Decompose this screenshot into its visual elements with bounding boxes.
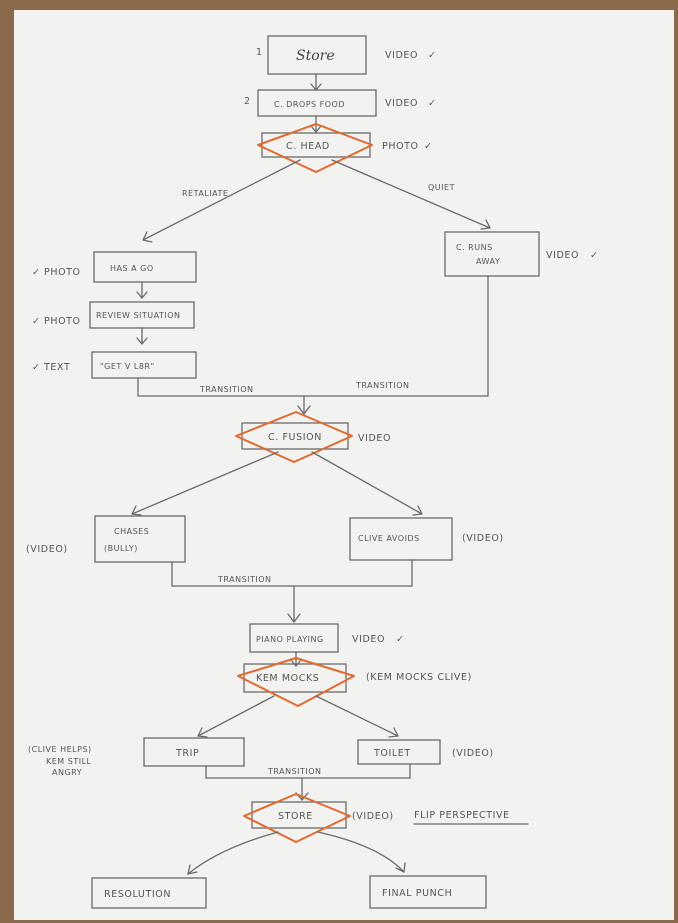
tick-head: ✓ (424, 141, 433, 152)
node-store-2-label: STORE (278, 811, 313, 822)
edge-label-retaliate: RETALIATE (182, 189, 228, 198)
node-piano-label: PIANO PLAYING (256, 635, 324, 644)
media-label-fusion: VIDEO (358, 433, 391, 444)
media-label-flip-perspective: FLIP PERSPECTIVE (414, 810, 510, 821)
media-label-store-2: (VIDEO) (352, 811, 394, 822)
media-label-avoids: (VIDEO) (462, 533, 504, 544)
node-drops-food (257, 89, 377, 117)
media-label-head: PHOTO (382, 141, 419, 152)
media-label-has-a-go: PHOTO (44, 267, 81, 278)
node-chases-label-2: (BULLY) (104, 544, 138, 553)
decision-diamond-head (257, 123, 373, 173)
media-label-drops-food: VIDEO (385, 98, 418, 109)
step-number-2: 2 (244, 96, 251, 107)
node-toilet (357, 739, 441, 765)
node-trip (143, 737, 245, 767)
tick-piano: ✓ (396, 634, 405, 645)
node-has-a-go-label: HAS A GO (110, 264, 154, 273)
node-clive-avoids-label: CLIVE AVOIDS (358, 534, 420, 543)
tick-review: ✓ (32, 316, 41, 327)
node-store-1 (267, 35, 367, 75)
media-label-trip-1: (CLIVE HELPS) (28, 745, 92, 754)
node-final-punch-label: FINAL PUNCH (382, 888, 452, 899)
node-clive-avoids (349, 517, 453, 561)
node-trip-label: TRIP (175, 748, 199, 759)
node-drops-food-label: C. DROPS FOOD (274, 100, 345, 109)
edge-label-transition-1: TRANSITION (199, 385, 254, 394)
media-label-store-1: VIDEO (385, 50, 418, 61)
edge-label-transition-4: TRANSITION (267, 767, 322, 776)
tick-has-a-go: ✓ (32, 267, 41, 278)
media-label-trip-2: KEM STILL (46, 757, 92, 766)
decision-diamond-store-2 (243, 793, 351, 843)
node-get-v-l8r-label: "GET V L8R" (100, 362, 155, 371)
media-label-piano: VIDEO (352, 634, 385, 645)
node-toilet-label: TOILET (373, 748, 411, 759)
node-has-a-go (93, 251, 197, 283)
media-label-text: TEXT (43, 362, 70, 373)
step-number-1: 1 (256, 47, 263, 58)
node-fusion (241, 422, 349, 450)
decision-diamond-kem (237, 657, 355, 707)
media-label-review: PHOTO (44, 316, 81, 327)
node-final-punch (369, 875, 487, 909)
tick-drops-food: ✓ (428, 98, 437, 109)
edge-label-transition-2: TRANSITION (355, 381, 410, 390)
node-review-situation-label: REVIEW SITUATION (96, 311, 181, 320)
node-runs-away (444, 231, 540, 277)
media-label-trip-3: ANGRY (52, 768, 82, 777)
node-kem-label: KEM MOCKS (256, 673, 319, 684)
node-resolution-label: RESOLUTION (104, 889, 171, 900)
node-store-1-label: Store (296, 48, 335, 64)
node-fusion-label: C. FUSION (268, 432, 322, 443)
edge-label-quiet: QUIET (428, 183, 455, 192)
media-label-chases: (VIDEO) (26, 544, 68, 555)
tick-store-1: ✓ (428, 50, 437, 61)
node-runs-away-label-2: AWAY (476, 257, 500, 266)
media-label-runs-away: VIDEO (546, 250, 579, 261)
media-label-kem: (KEM MOCKS CLIVE) (366, 672, 472, 683)
node-chases-bully (94, 515, 186, 563)
node-runs-away-label-1: C. RUNS (456, 243, 493, 252)
node-piano-playing (249, 623, 339, 653)
node-resolution (91, 877, 207, 909)
paper-sheet (14, 10, 674, 920)
media-label-toilet: (VIDEO) (452, 748, 494, 759)
node-chases-label-1: CHASES (114, 527, 149, 536)
tick-runs-away: ✓ (590, 250, 599, 261)
edge-label-transition-3: TRANSITION (217, 575, 272, 584)
tick-text: ✓ (32, 362, 41, 373)
node-get-v-l8r (91, 351, 197, 379)
node-head-label: C. HEAD (286, 141, 330, 152)
